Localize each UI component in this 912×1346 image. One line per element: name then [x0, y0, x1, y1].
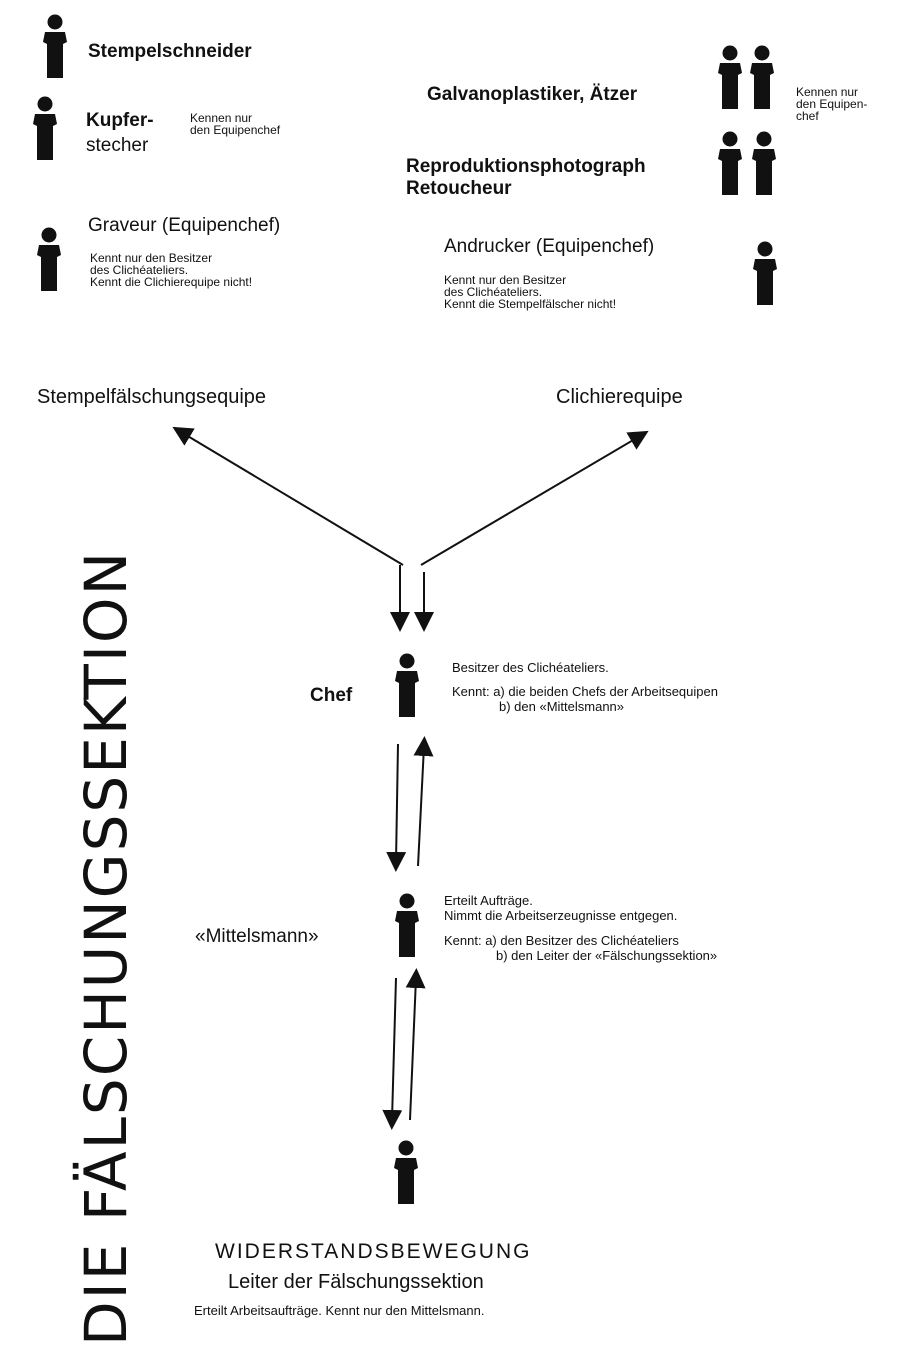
role-reproduktionsphotograph: Reproduktionsphotograph	[406, 156, 646, 177]
galvano-note-line3: chef	[796, 109, 819, 123]
mittelsmann-label: «Mittelsmann»	[195, 926, 319, 947]
leiter-note: Erteilt Arbeitsaufträge. Kennt nur den M…	[194, 1303, 485, 1318]
graveur-note-line2: des Clichéateliers.	[90, 263, 189, 277]
role-stempelschneider: Stempelschneider	[88, 41, 252, 62]
mittelsmann-note-line4: b) den Leiter der «Fälschungssektion»	[496, 948, 718, 963]
kupferstecher-note-line1: Kennen nur	[190, 111, 253, 125]
arrow-to-cliche-team	[420, 430, 649, 566]
graveur-note-line3: Kennt die Clichierequipe nicht!	[90, 275, 253, 289]
arrow-to-stempel-team	[172, 426, 404, 566]
andrucker-note-line2: des Clichéateliers.	[444, 285, 543, 299]
galvano-note-line1: Kennen nur	[796, 85, 859, 99]
person-icon	[394, 888, 420, 962]
mittelsmann-note-line3: Kennt: a) den Besitzer des Clichéatelier…	[444, 933, 679, 948]
person-icon	[717, 126, 743, 200]
team-label-stempel: Stempelfälschungsequipe	[37, 386, 267, 408]
arrow-leiter-to-mittelsmann	[405, 968, 426, 1121]
role-retoucheur: Retoucheur	[406, 178, 512, 199]
arrow-chef-to-mittelsmann	[386, 743, 407, 872]
person-icon	[393, 1135, 419, 1209]
graveur-note-line1: Kennt nur den Besitzer	[90, 251, 213, 265]
person-icon	[42, 14, 68, 78]
galvano-note-line2: den Equipen-	[796, 97, 868, 111]
leiter-subtitle: Leiter der Fälschungssektion	[228, 1271, 484, 1293]
arrow-mittelsmann-to-chef	[413, 736, 434, 867]
person-icon	[36, 222, 62, 296]
role-graveur: Graveur (Equipenchef)	[88, 215, 281, 236]
andrucker-note-line1: Kennt nur den Besitzer	[444, 273, 567, 287]
role-andrucker: Andrucker (Equipenchef)	[444, 236, 655, 257]
chef-label: Chef	[310, 685, 353, 706]
team-label-cliche: Clichierequipe	[556, 386, 683, 408]
chef-note-line1: Besitzer des Clichéateliers.	[452, 660, 609, 675]
andrucker-note-line3: Kennt die Stempelfälscher nicht!	[444, 297, 617, 311]
role-galvanoplastiker: Galvanoplastiker, Ätzer	[427, 84, 638, 105]
chef-note-line3: b) den «Mittelsmann»	[499, 699, 625, 714]
person-icon	[752, 236, 778, 310]
arrow-mittelsmann-to-leiter	[382, 977, 403, 1130]
person-icon	[751, 126, 777, 200]
role-kupferstecher-line1: Kupfer-	[86, 110, 154, 131]
person-icon	[32, 96, 58, 160]
kupferstecher-note-line2: den Equipenchef	[190, 123, 281, 137]
person-icon	[749, 40, 775, 114]
mittelsmann-note-line1: Erteilt Aufträge.	[444, 893, 533, 908]
role-kupferstecher-line2: stecher	[86, 135, 149, 156]
person-icon	[394, 650, 420, 720]
mittelsmann-note-line2: Nimmt die Arbeitserzeugnisse entgegen.	[444, 908, 678, 923]
person-icon	[717, 40, 743, 114]
chef-note-line2: Kennt: a) die beiden Chefs der Arbeitseq…	[452, 684, 718, 699]
leiter-title: WIDERSTANDSBEWEGUNG	[215, 1240, 532, 1263]
